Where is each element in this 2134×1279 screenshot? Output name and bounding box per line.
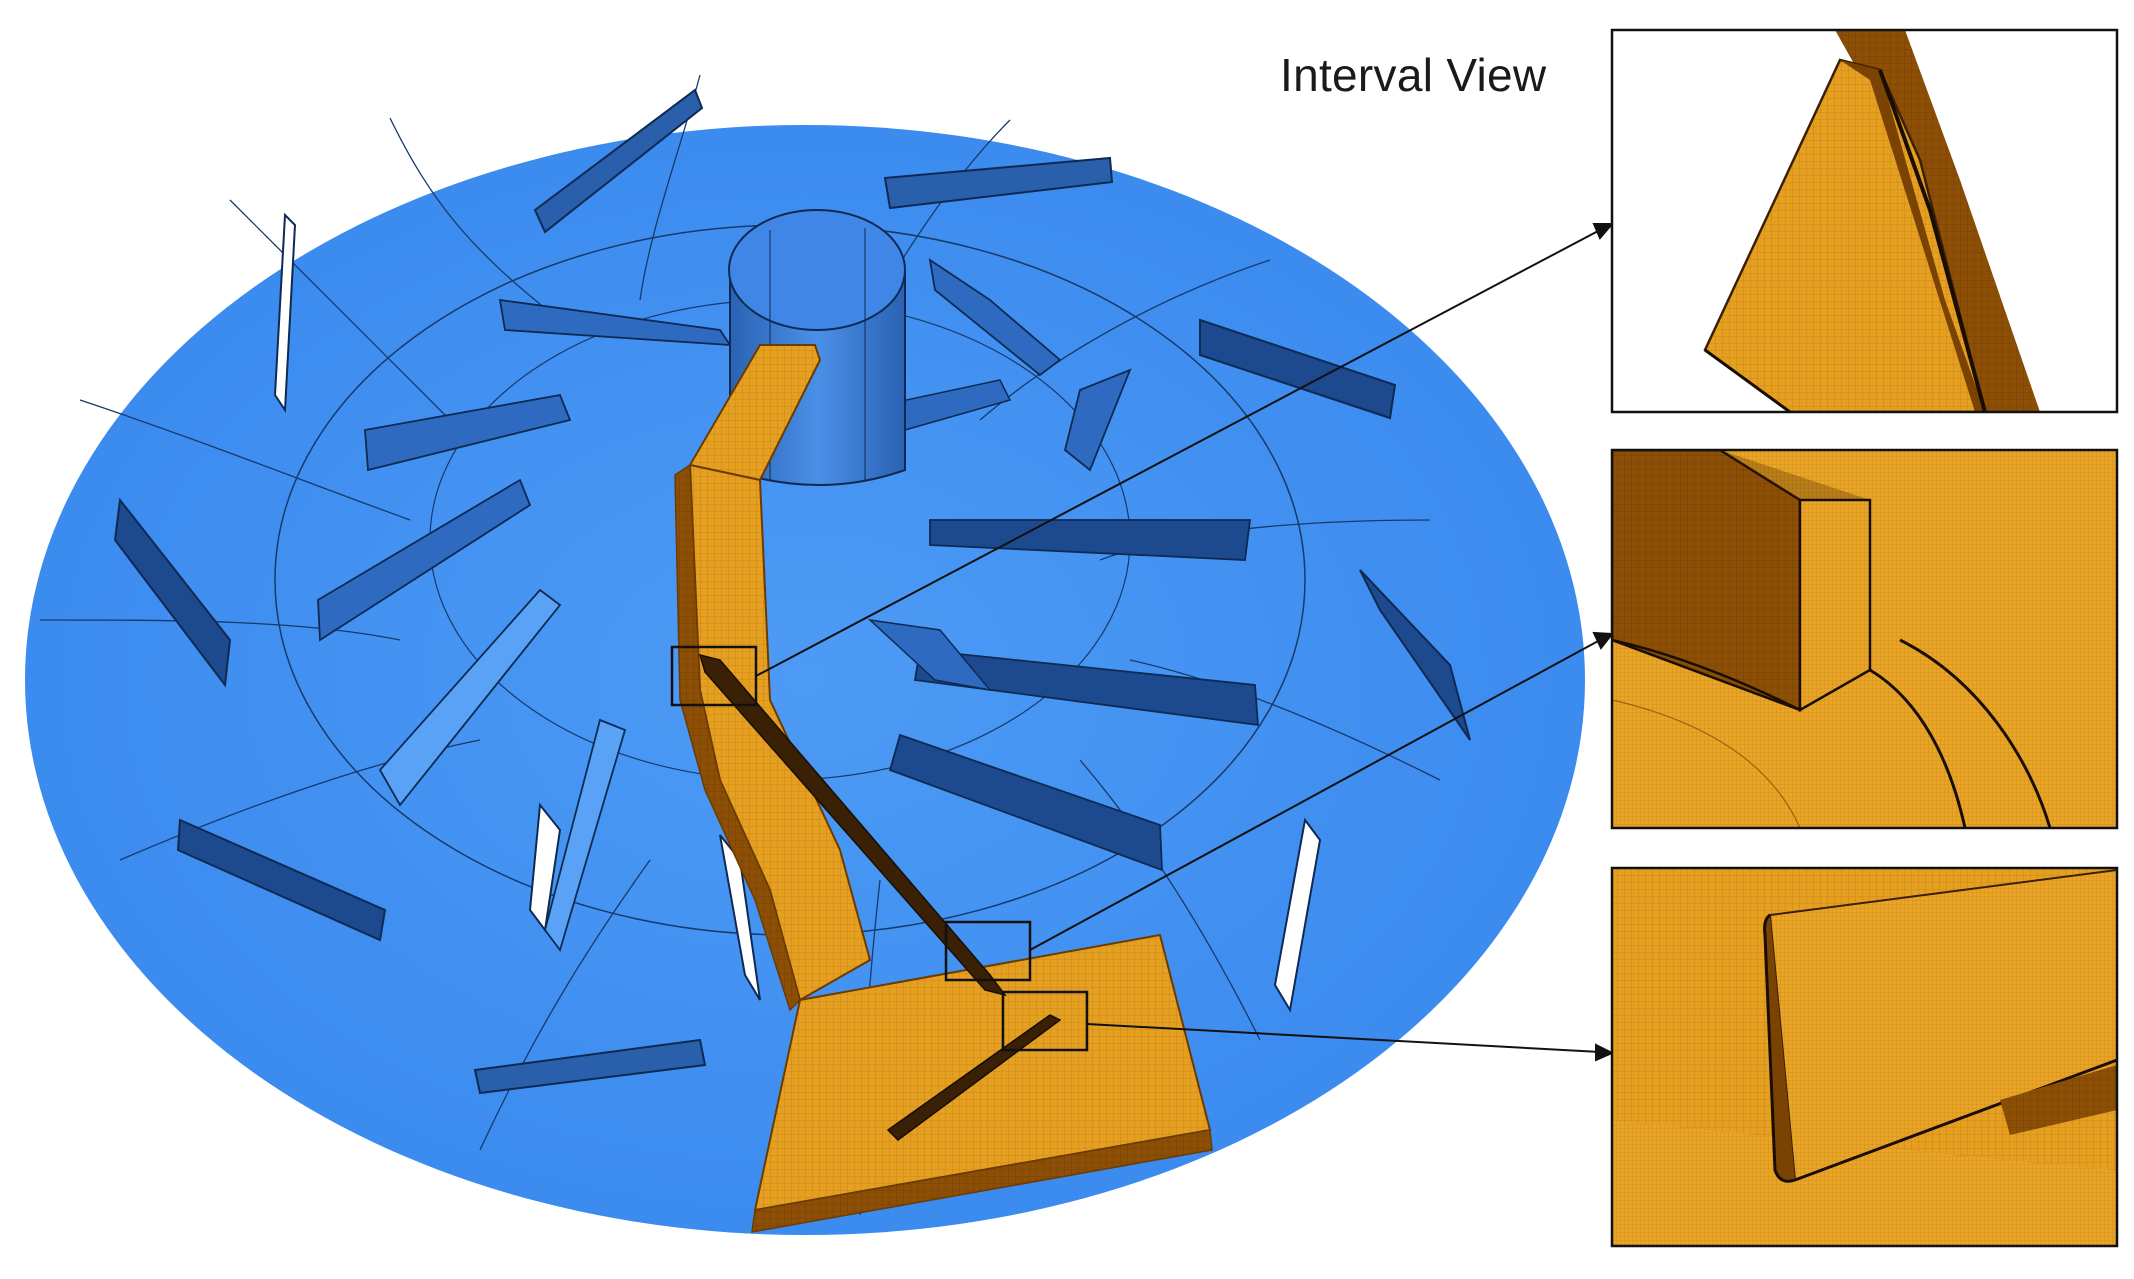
diffuser-vanes <box>113 88 1471 1095</box>
impeller-blade <box>1063 368 1132 472</box>
zoom-panel-2-frame <box>1610 448 2119 830</box>
diffuser-vane <box>1273 817 1322 1013</box>
diffuser-vane <box>113 497 232 688</box>
impeller-blade <box>364 393 572 472</box>
impeller-blade <box>888 733 1163 872</box>
zoom-connectors <box>755 223 1615 1062</box>
impeller-blade <box>378 588 562 807</box>
diffuser-vane <box>273 212 297 414</box>
zoom-box-diffuser-vane <box>1001 990 1089 1052</box>
passage-side-face <box>674 463 801 1012</box>
periodic-boundaries <box>39 74 1441 1216</box>
diffuser-vane <box>176 818 387 942</box>
zoom-panel-3-frame <box>1610 866 2119 1248</box>
impeller-blade <box>544 718 627 952</box>
impeller-blade <box>317 478 532 642</box>
impeller-blade <box>867 618 992 692</box>
diffuser-vane <box>533 88 704 234</box>
impeller-blade <box>929 519 1252 561</box>
zoom-panel-leading-edge <box>1612 30 2117 412</box>
figure-title: Interval View <box>1280 49 1547 101</box>
diffuser-vane <box>1359 569 1471 741</box>
impeller-blades <box>317 258 1259 952</box>
diffuser-vane <box>473 1038 707 1095</box>
meshed-blade-passage <box>674 344 1213 1233</box>
diffuser-disc <box>25 125 1585 1235</box>
passage-diffuser-edge <box>751 1129 1213 1233</box>
diffuser-vane <box>1199 318 1397 420</box>
diffuser-vane-meshed <box>886 1014 1062 1141</box>
zoom-panel-trailing-edge <box>1612 450 2117 828</box>
zoom-box-trailing-edge <box>944 920 1032 982</box>
impeller-blade <box>913 649 1259 727</box>
passage-blade <box>698 653 1007 997</box>
passage-top-face <box>688 344 822 482</box>
zoom-panel-1-frame <box>1610 28 2119 414</box>
zoom-panel-diffuser-vane <box>1612 868 2117 1246</box>
main-view <box>25 74 1585 1235</box>
impeller-blade <box>928 258 1062 377</box>
diffuser-vane <box>883 156 1114 210</box>
